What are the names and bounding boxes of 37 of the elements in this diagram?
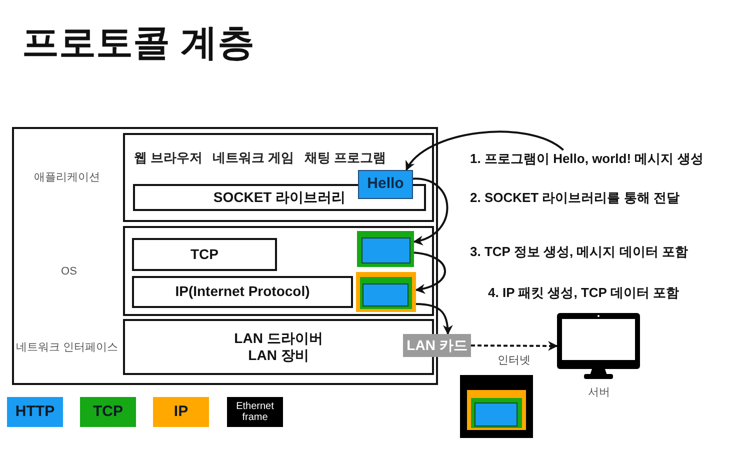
legend-key: TCP xyxy=(80,397,136,427)
step-text: 1. 프로그램이 Hello, world! 메시지 생성 xyxy=(470,151,704,166)
step-text: 4. IP 패킷 생성, TCP 데이터 포함 xyxy=(488,285,679,302)
dashed-arrow xyxy=(471,340,558,351)
protocol-box xyxy=(132,238,277,271)
legend-key: Ethernet frame xyxy=(227,397,283,427)
message-block xyxy=(358,170,413,199)
layer-stack-frame xyxy=(12,127,438,385)
message-text: Hello xyxy=(367,175,404,194)
step-text: 2. SOCKET 라이브러리를 통해 전달 xyxy=(470,190,680,206)
legend-key: HTTP xyxy=(7,397,63,427)
application-name: 채팅 프로그램 xyxy=(304,150,386,166)
protocol-label: TCP xyxy=(190,246,218,264)
application-name: 웹 브라우저 xyxy=(134,150,203,166)
protocol-box xyxy=(132,276,353,308)
application-layer-panel xyxy=(123,133,434,222)
os-layer-panel xyxy=(123,226,434,316)
network-card-label: LAN 카드 xyxy=(406,336,468,354)
curved-arrow xyxy=(412,178,448,244)
layer-name: OS xyxy=(61,265,77,279)
network-card-box xyxy=(403,334,471,357)
layer-name: 애플리케이션 xyxy=(34,171,100,185)
legend-key: IP xyxy=(153,397,209,427)
library-label: SOCKET 라이브러리 xyxy=(213,188,346,206)
step-text: 3. TCP 정보 생성, 메시지 데이터 포함 xyxy=(470,244,688,260)
curved-arrow xyxy=(406,130,564,171)
protocol-label: IP(Internet Protocol) xyxy=(175,283,310,301)
application-name: 네트워크 게임 xyxy=(212,150,294,166)
device-label: LAN 장비 xyxy=(248,347,309,364)
server-caption: 서버 xyxy=(588,386,610,400)
edge-label: 인터넷 xyxy=(496,354,532,368)
device-label: LAN 드라이버 xyxy=(234,330,323,347)
curved-arrow xyxy=(416,303,453,335)
curved-arrow xyxy=(414,252,446,294)
layer-name: 네트워크 인터페이스 xyxy=(16,341,118,355)
page-title: 프로토콜 계층 xyxy=(22,22,254,65)
network-interface-panel xyxy=(123,319,434,375)
